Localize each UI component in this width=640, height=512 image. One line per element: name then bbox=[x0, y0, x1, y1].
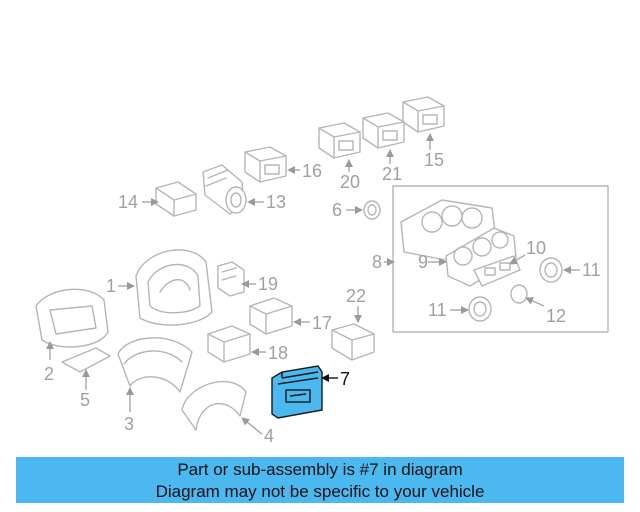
callout-1: 1 bbox=[106, 276, 116, 296]
leader-lines bbox=[46, 133, 580, 435]
callout-16: 16 bbox=[302, 161, 322, 181]
callout-10: 10 bbox=[526, 238, 546, 258]
callout-12: 12 bbox=[546, 306, 566, 326]
part-5-trim bbox=[61, 347, 111, 373]
part-2-bezel bbox=[35, 288, 109, 348]
info-banner: Part or sub-assembly is #7 in diagram Di… bbox=[16, 457, 624, 503]
part-19-switch bbox=[217, 261, 245, 297]
callout-8: 8 bbox=[372, 252, 382, 272]
part-18-switch bbox=[207, 325, 251, 363]
banner-line-2: Diagram may not be specific to your vehi… bbox=[155, 482, 485, 501]
callout-5: 5 bbox=[80, 390, 90, 410]
callout-9: 9 bbox=[418, 252, 428, 272]
callout-11-a: 11 bbox=[582, 260, 601, 280]
part-22-switch bbox=[331, 323, 375, 361]
callout-13: 13 bbox=[266, 192, 286, 212]
callout-4: 4 bbox=[264, 426, 274, 446]
part-6-knob bbox=[363, 200, 381, 220]
callout-6: 6 bbox=[332, 200, 342, 220]
callout-18: 18 bbox=[268, 343, 288, 363]
part-7-highlighted bbox=[271, 365, 323, 419]
part-13-ignition bbox=[202, 164, 247, 215]
part-21-switch bbox=[362, 112, 405, 149]
part-16-switch bbox=[244, 146, 287, 183]
callout-21: 21 bbox=[382, 164, 402, 184]
part-14-switch bbox=[155, 181, 197, 217]
callout-15: 15 bbox=[424, 150, 444, 170]
callout-3: 3 bbox=[124, 414, 134, 434]
callout-17: 17 bbox=[312, 313, 332, 333]
part-3-panel bbox=[117, 337, 193, 393]
callout-14: 14 bbox=[118, 192, 138, 212]
callout-19: 19 bbox=[258, 274, 278, 294]
callout-22: 22 bbox=[346, 286, 366, 306]
part-17-switch bbox=[249, 297, 293, 335]
part-4-trim bbox=[181, 380, 247, 431]
callout-7: 7 bbox=[340, 369, 350, 389]
part-15-switch bbox=[402, 96, 445, 133]
callout-11-b: 11 bbox=[428, 300, 447, 320]
callout-2: 2 bbox=[44, 364, 54, 384]
callout-20: 20 bbox=[340, 172, 360, 192]
part-20-switch bbox=[318, 122, 361, 159]
banner-line-1: Part or sub-assembly is #7 in diagram bbox=[177, 460, 463, 479]
callout-numbers: 15 21 20 16 13 14 6 8 9 10 11 11 12 1 19… bbox=[44, 150, 601, 446]
part-1-cluster bbox=[135, 249, 213, 326]
